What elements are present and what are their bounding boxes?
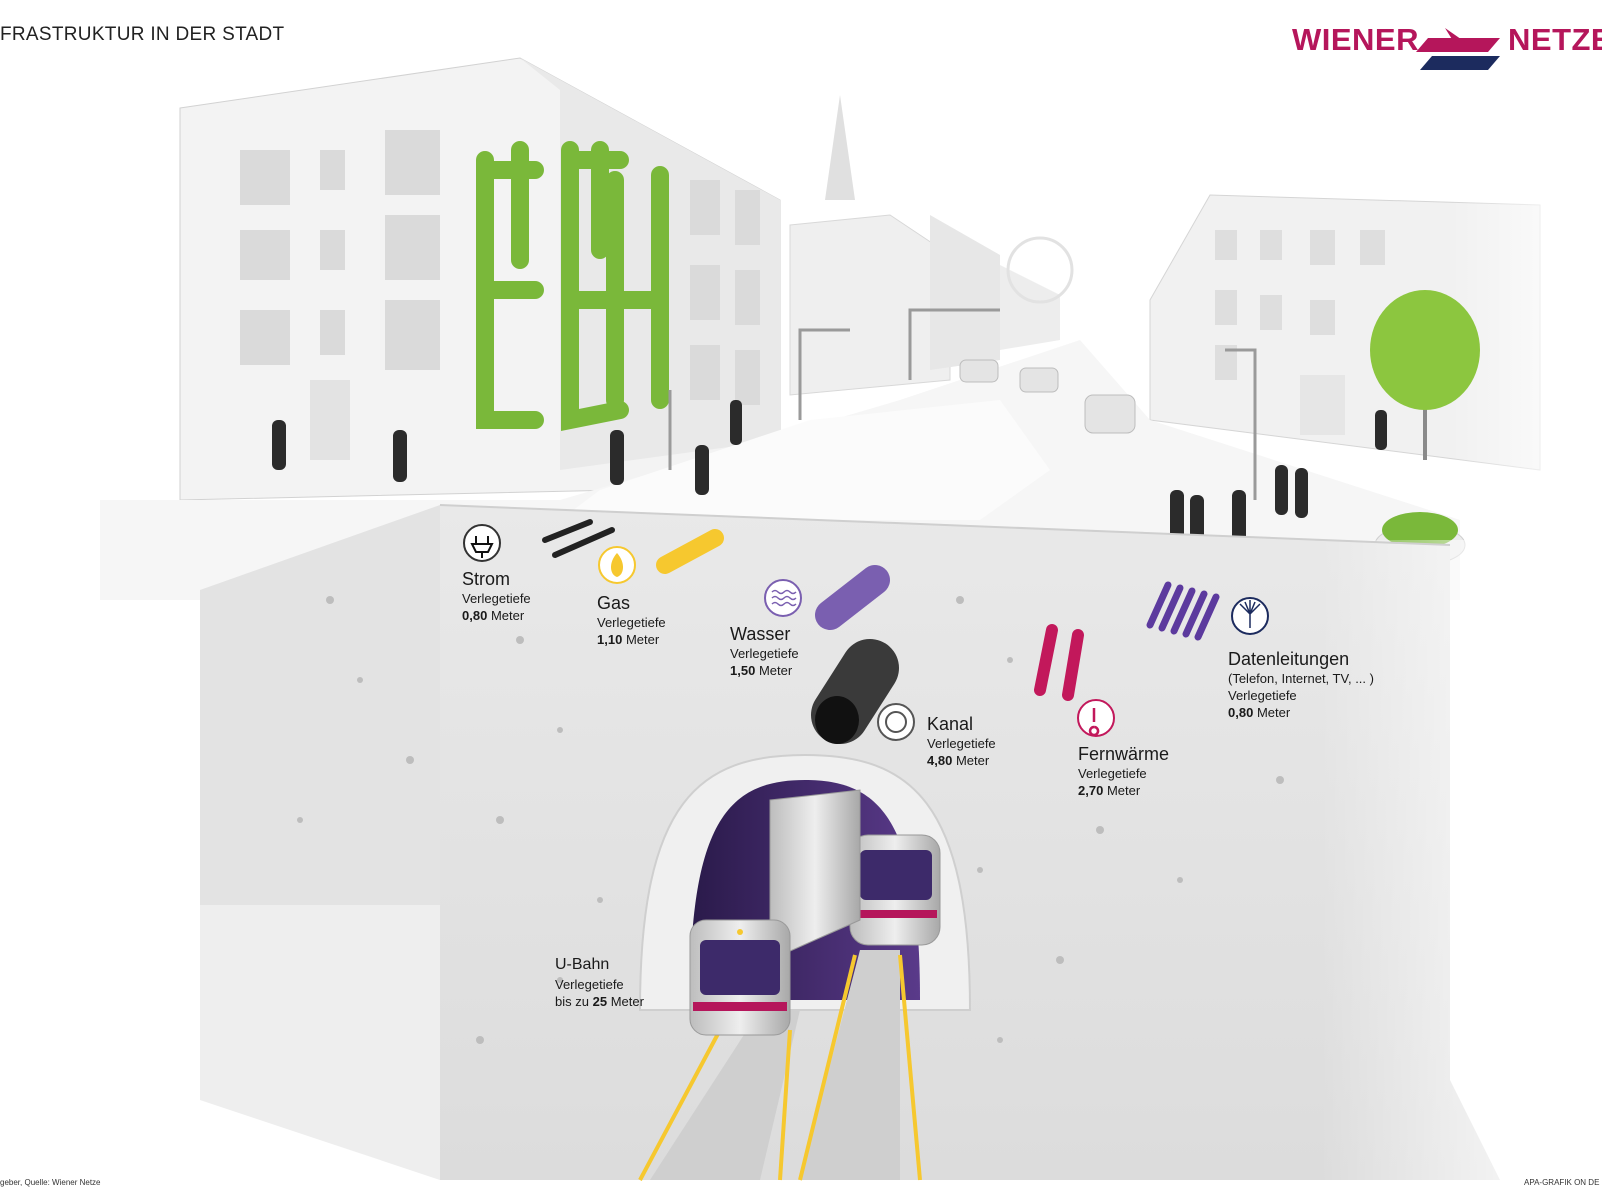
label-ubahn: U-Bahn Verlegetiefe bis zu 25 Meter (555, 954, 644, 1010)
label-kanal-depth: 4,80 Meter (927, 753, 990, 768)
label-gas: Gas Verlegetiefe 1,10 Meter (597, 592, 666, 648)
label-wasser-name: Wasser (730, 624, 791, 644)
label-gas-depth: 1,10 Meter (597, 632, 660, 647)
data-cables (1146, 581, 1220, 641)
building-far (1000, 265, 1060, 350)
ferris-wheel (1006, 236, 1074, 304)
label-strom-depth-label: Verlegetiefe (462, 591, 531, 606)
water-pipe (815, 565, 890, 630)
crosswalk-area (560, 400, 1050, 520)
sewer-pipe-opening (815, 696, 859, 744)
label-kanal: Kanal Verlegetiefe 4,80 Meter (927, 713, 996, 769)
ground-edge (439, 504, 1451, 546)
train-body (769, 789, 861, 961)
gas-pipe (656, 529, 724, 574)
brand-name-right: NETZE (1508, 22, 1602, 57)
subway-tunnel (638, 753, 972, 1181)
gravel-texture (297, 596, 1284, 1044)
thermometer-icon (1077, 699, 1115, 737)
label-datenleitungen-name: Datenleitungen (1228, 649, 1350, 669)
building-left-windows (240, 130, 760, 460)
label-datenleitungen: Datenleitungen (Telefon, Internet, TV, .… (1228, 648, 1374, 721)
rail-lines (638, 954, 922, 1181)
sewer-icon (877, 703, 915, 741)
label-kanal-name: Kanal (927, 714, 974, 734)
ground-fade (1320, 540, 1602, 1180)
building-middle-2 (930, 215, 1000, 370)
building-right-windows (1215, 230, 1385, 435)
label-wasser: Wasser Verlegetiefe 1,50 Meter (730, 623, 799, 679)
label-wasser-depth-label: Verlegetiefe (730, 646, 799, 661)
label-gas-name: Gas (597, 593, 631, 613)
planter-plants (1382, 512, 1458, 548)
label-fernwaerme: Fernwärme Verlegetiefe 2,70 Meter (1078, 743, 1169, 799)
tree-crown (1370, 290, 1480, 410)
label-strom: Strom Verlegetiefe 0,80 Meter (462, 568, 531, 624)
building-middle (789, 214, 951, 396)
brand-name-left: WIENER (1292, 22, 1419, 57)
page-title: FRASTRUKTUR IN DER STADT (0, 24, 285, 45)
strom-cables (542, 519, 615, 558)
utility-icons (463, 524, 1269, 741)
label-ubahn-depth: bis zu 25 Meter (555, 994, 644, 1009)
footer-credit: APA-GRAFIK ON DE (1524, 1178, 1600, 1187)
wiener-netze-logo-mark (1416, 28, 1500, 70)
label-wasser-depth: 1,50 Meter (730, 663, 793, 678)
label-kanal-depth-label: Verlegetiefe (927, 736, 996, 751)
label-fernwaerme-depth-label: Verlegetiefe (1078, 766, 1147, 781)
label-gas-depth-label: Verlegetiefe (597, 615, 666, 630)
ground-cross-section-bottom (200, 905, 440, 1180)
label-datenleitungen-sub: (Telefon, Internet, TV, ... ) (1228, 671, 1374, 686)
label-ubahn-depth-label: Verlegetiefe (555, 977, 624, 992)
green-facade (476, 141, 669, 431)
cars (959, 359, 1136, 434)
label-datenleitungen-depth-label: Verlegetiefe (1228, 688, 1297, 703)
label-fernwaerme-depth: 2,70 Meter (1078, 783, 1141, 798)
footer-source: geber, Quelle: Wiener Netze (0, 1178, 101, 1187)
label-strom-name: Strom (462, 569, 511, 589)
label-ubahn-name: U-Bahn (555, 956, 610, 973)
label-datenleitungen-depth: 0,80 Meter (1228, 705, 1291, 720)
church-spire (825, 95, 855, 200)
fernwaerme-pipes (1034, 624, 1084, 701)
label-fernwaerme-name: Fernwärme (1078, 744, 1170, 764)
ground-cross-section-left (200, 505, 440, 905)
label-strom-depth: 0,80 Meter (462, 608, 525, 623)
pedestrians (272, 400, 1387, 550)
street-level (100, 57, 1602, 600)
traffic-poles (668, 308, 1257, 500)
